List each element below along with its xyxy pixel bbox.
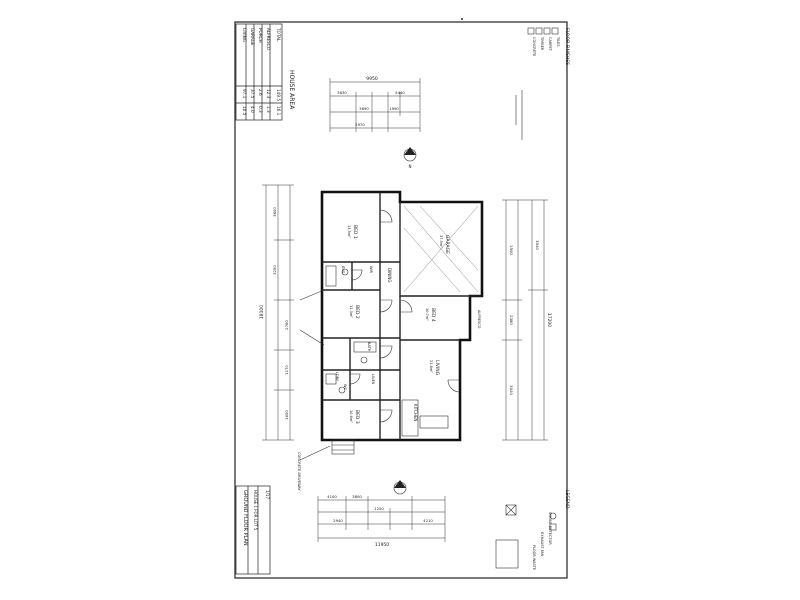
dim-label: 1250 [374, 506, 384, 511]
dim-overall-right: 17200 [546, 313, 552, 327]
dim-label: 3690 [359, 106, 369, 111]
area-table: HOUSE AREA LIVING GARAGE PORCH ALFRESCO … [235, 23, 295, 121]
room-label-living: LIVING [434, 360, 440, 376]
note-driveway: CONCRETE DRIVEWAY [297, 452, 301, 492]
room-area-garage: 37.5m² [439, 235, 443, 248]
area-row-value: 2.6 [258, 89, 263, 96]
legend-heading: LEGEND [564, 490, 570, 509]
finishes-heading: FLOOR FINISHES [564, 28, 570, 65]
room-label-bed1: BED 1 [352, 225, 358, 239]
room-label-kitchen: KITCHEN [413, 404, 418, 421]
dimension-lines: 9950 3630 5440 3690 1990 2970 11950 4100… [259, 76, 552, 548]
finish-item: CARPET [548, 37, 552, 52]
legend-item: SMOKE DETECTOR [548, 512, 552, 545]
area-row-value: 97.1 [242, 89, 247, 99]
area-row-label: LIVING [242, 28, 247, 42]
area-row-squares: 4.0 [250, 106, 255, 113]
dim-label: 2970 [355, 122, 365, 127]
room-area-bed4: 10.7m² [425, 308, 429, 321]
revision-number: 1/17 [265, 490, 270, 499]
area-table-heading: HOUSE AREA [288, 70, 295, 110]
floor-waste-icon [505, 504, 517, 516]
area-row-value: 37.5 [250, 89, 255, 99]
room-label-dining: DINING [387, 268, 392, 283]
room-label-ens: ENS [341, 266, 345, 274]
dim-overall-left: 18100 [259, 305, 265, 319]
room-label-bath: BATH [367, 342, 371, 352]
area-row-value: 12.3 [266, 89, 271, 99]
dim-label: 3040 [509, 385, 514, 395]
dim-label: 3630 [337, 90, 347, 95]
dim-overall-bottom: 11950 [375, 542, 389, 548]
area-row-label: PORCH [258, 28, 263, 43]
room-area-living: 21.8m² [429, 360, 433, 373]
room-label-bed3: BED 3 [354, 410, 360, 424]
room-label-wc: WC [343, 384, 347, 390]
plan-notes: CONCRETE DRIVEWAY ALFRESCO [297, 289, 481, 492]
exhaust-fan-icon [549, 523, 557, 531]
dim-label: 4210 [423, 518, 433, 523]
area-row-value: 149.5 [276, 89, 281, 101]
room-area-bed2: 11.3m² [349, 305, 353, 318]
finish-item: TILES [556, 36, 560, 47]
dim-label: 3800 [352, 494, 362, 499]
room-label-bed2: BED 2 [354, 305, 360, 319]
room-label-wir: WIR [369, 266, 373, 273]
dim-label: 4100 [327, 494, 337, 499]
room-label-ldry: LDRY [335, 372, 339, 382]
area-row-label: GARAGE [250, 28, 255, 46]
north-arrow-bottom [393, 480, 407, 495]
dim-label: 1500 [509, 245, 514, 255]
floor-finishes-legend: FLOOR FINISHES TILES CARPET TIMBER CONCR… [515, 27, 570, 140]
symbol-legend: LEGEND SMOKE DETECTOR EXHAUST FAN FLOOR … [495, 490, 570, 570]
finish-item: CONCRETE [532, 37, 536, 56]
dim-label: 2380 [509, 315, 514, 325]
sheet-border [234, 21, 568, 579]
legend-item: FLOOR WASTE [532, 545, 536, 570]
dim-label: 3250 [272, 265, 277, 275]
dim-overall-top: 9950 [366, 76, 378, 82]
title-block: GROUND FLOOR PLAN HOUSE 1 FOR LOT 5 1/17 [235, 485, 271, 575]
sheet-mark [461, 18, 463, 20]
room-label-linen: LINEN [371, 374, 375, 385]
note-alfresco: ALFRESCO [477, 310, 481, 329]
dim-label: 2760 [284, 320, 289, 330]
dim-label: 3600 [272, 207, 277, 217]
room-labels: BED 1 13.5m² BED 2 11.3m² BED 3 10.6m² B… [335, 225, 450, 424]
job-reference: HOUSE 1 FOR LOT 5 [253, 490, 258, 531]
room-area-bed3: 10.6m² [349, 410, 353, 423]
svg-text:N: N [409, 164, 412, 169]
area-row-squares: 10.5 [242, 106, 247, 116]
smoke-detector-icon [549, 512, 557, 520]
drawing-title: GROUND FLOOR PLAN [242, 490, 248, 546]
dim-label: 5440 [395, 90, 405, 95]
dim-label: 3540 [535, 240, 540, 250]
dim-label: 1990 [389, 106, 399, 111]
door-swings [349, 209, 461, 423]
dim-label: 2940 [333, 518, 343, 523]
area-row-squares: 16.1 [276, 106, 281, 116]
area-row-squares: 1.3 [266, 106, 271, 113]
dim-label: 1170 [284, 365, 289, 375]
dim-label: 1650 [284, 410, 289, 420]
north-arrow-top: N [403, 147, 417, 169]
room-label-bed4: BED 4 [430, 308, 436, 322]
legend-item: EXHAUST FAN [540, 532, 544, 557]
room-area-bed1: 13.5m² [347, 225, 351, 238]
area-row-label: ALFRESCO [266, 28, 271, 51]
area-row-squares: 0.3 [258, 106, 263, 113]
room-label-garage: GARAGE [444, 235, 450, 254]
area-row-label: TOTAL [276, 27, 281, 42]
building-outline [320, 190, 484, 455]
finish-item: TIMBER [540, 36, 544, 51]
